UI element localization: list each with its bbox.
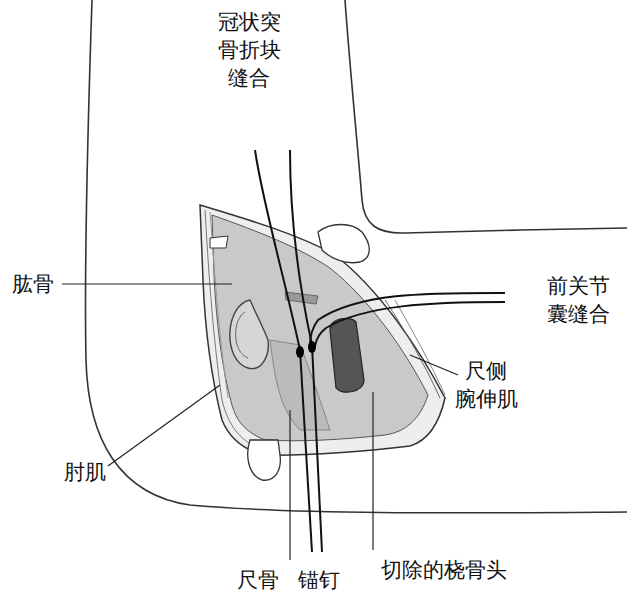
retractor-tab xyxy=(210,236,228,248)
deep-tissue xyxy=(212,215,428,441)
leader-line xyxy=(372,392,373,550)
anchor-thread xyxy=(300,350,312,552)
retractor-bottom xyxy=(248,440,281,480)
leader-line xyxy=(410,355,458,375)
ecu-muscle-fibers xyxy=(395,300,445,395)
retractor-top xyxy=(318,225,369,263)
anchor xyxy=(296,346,304,358)
arm-outline xyxy=(85,0,627,513)
part-label: 切除的桡骨头 xyxy=(381,556,521,584)
suture-label: 冠状突 骨折块 缝合 xyxy=(211,8,287,92)
wound xyxy=(200,205,445,480)
humerus-capitellum xyxy=(230,300,268,369)
coronoid-suture xyxy=(255,150,300,350)
leader-line xyxy=(289,410,290,560)
anconeus-fibers xyxy=(210,212,228,398)
leader-line xyxy=(108,385,220,466)
anchors xyxy=(296,341,316,358)
leader-lines xyxy=(62,284,458,560)
coronoid-suture xyxy=(290,150,312,345)
part-label: 肱骨 xyxy=(12,270,62,298)
part-label: 锚钉 xyxy=(298,566,348,594)
anchor-thread xyxy=(312,345,322,552)
leader-line xyxy=(62,283,232,284)
capsule-suture xyxy=(310,293,505,345)
anchor xyxy=(308,341,316,353)
sutures xyxy=(255,150,505,552)
part-label: 尺骨 xyxy=(237,566,287,594)
arm-outer-edge xyxy=(85,0,627,513)
suture-label: 前关节 囊缝合 xyxy=(540,272,616,328)
arm-inner-edge xyxy=(345,0,627,233)
capsule-suture xyxy=(315,302,505,346)
part-label: 尺侧 腕伸肌 xyxy=(448,357,524,413)
part-label: 肘肌 xyxy=(64,458,114,486)
humerus-contour xyxy=(236,312,248,358)
ulna-surface xyxy=(270,340,330,430)
ecu-muscle-fibers xyxy=(385,300,440,398)
resected-radial-head xyxy=(330,318,364,392)
